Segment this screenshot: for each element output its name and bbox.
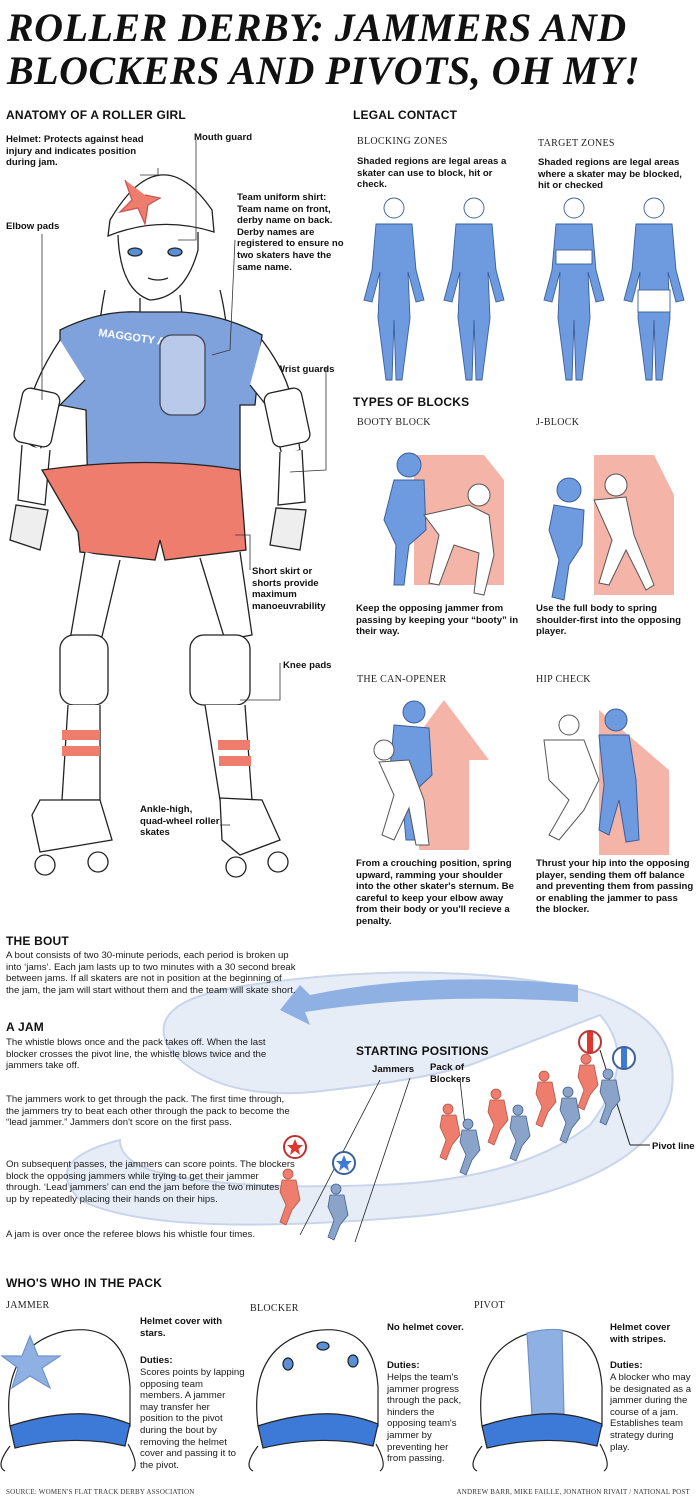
pivot-title: PIVOT [474, 1300, 505, 1311]
blocker-duties-text: Helps the team's jammer progress through… [387, 1372, 462, 1465]
target-back-figure [623, 197, 685, 381]
pack-label: Pack of Blockers [430, 1062, 471, 1085]
block-illustrations-top [383, 452, 674, 601]
helmet-label: Helmet: Protects against head injury and… [6, 134, 144, 169]
blue-star-icon [336, 1155, 352, 1171]
block-illustrations-bottom [373, 700, 669, 855]
blocker-helmet-icon [248, 1329, 384, 1472]
anatomy-heading: ANATOMY OF A ROLLER GIRL [6, 108, 186, 122]
roller-girl-illustration: MAGGOTY ANNES [9, 140, 327, 878]
jam-paragraph-4: A jam is over once the referee blows his… [6, 1229, 256, 1240]
can-opener-title: THE CAN-OPENER [357, 674, 447, 685]
jam-heading: A JAM [6, 1020, 44, 1034]
jam-paragraph-2: The jammers work to get through the pack… [6, 1094, 290, 1129]
blocking-front-figure [363, 197, 425, 381]
blue-stripe-icon [621, 1048, 627, 1068]
target-zones-text: Shaded regions are legal areas where a s… [538, 157, 682, 192]
target-zones-title: TARGET ZONES [538, 138, 615, 149]
pivot-cover-text: Helmet cover with stripes. [610, 1322, 671, 1345]
jammer-cover-text: Helmet cover with stars. [140, 1316, 223, 1339]
blocker-cover-text: No helmet cover. [387, 1322, 464, 1333]
hip-check-title: HIP CHECK [536, 674, 591, 685]
red-star-icon [287, 1139, 303, 1155]
blocking-back-figure [443, 197, 505, 381]
jammers-label: Jammers [372, 1064, 415, 1075]
legal-contact-heading: LEGAL CONTACT [353, 108, 458, 122]
starting-positions-figures [279, 1030, 636, 1243]
jammer-duties-text: Scores points by lapping opposing team m… [140, 1367, 245, 1471]
track-diagram [65, 971, 674, 1226]
blocker-title: BLOCKER [250, 1303, 299, 1314]
can-opener-text: From a crouching position, spring upward… [356, 858, 514, 927]
jammer-duties-label: Duties: [140, 1355, 173, 1366]
bout-heading: THE BOUT [6, 934, 69, 948]
elbow-pads-label: Elbow pads [6, 221, 60, 232]
title-line-1: ROLLER DERBY: JAMMERS AND [7, 5, 627, 50]
blocking-zones-title: BLOCKING ZONES [357, 136, 448, 147]
types-of-blocks-heading: TYPES OF BLOCKS [353, 395, 470, 409]
zone-figures [363, 197, 685, 381]
helmet-shape [107, 174, 215, 238]
helmet-covers [0, 1328, 608, 1472]
knee-pads-label: Knee pads [283, 660, 332, 671]
blocking-zones-text: Shaded regions are legal areas a skater … [357, 156, 507, 191]
target-front-figure [543, 197, 605, 381]
bout-text: A bout consists of two 30-minute periods… [6, 950, 296, 996]
jammer-helmet-icon [0, 1329, 136, 1472]
whos-who-heading: WHO'S WHO IN THE PACK [6, 1276, 163, 1290]
direction-arrow [280, 979, 578, 1025]
mouthguard-label: Mouth guard [194, 132, 253, 143]
red-stripe-icon [587, 1032, 593, 1052]
blocker-duties-label: Duties: [387, 1360, 420, 1371]
booty-block-text: Keep the opposing jammer from passing by… [356, 603, 519, 638]
source-credit: SOURCE: WOMEN'S FLAT TRACK DERBY ASSOCIA… [6, 1488, 195, 1496]
pivot-line-label: Pivot line [652, 1141, 695, 1152]
skates-label: Ankle-high, quad-wheel roller skates [140, 804, 220, 839]
starting-positions-heading: STARTING POSITIONS [356, 1044, 489, 1058]
booty-block-title: BOOTY BLOCK [357, 417, 431, 428]
pivot-duties-label: Duties: [610, 1360, 643, 1371]
title-line-2: BLOCKERS AND PIVOTS, OH MY! [7, 48, 641, 93]
wrist-guards-label: Wrist guards [276, 364, 335, 375]
shorts-label: Short skirt or shorts provide maximum ma… [252, 566, 326, 612]
j-block-title: J-BLOCK [536, 417, 580, 428]
hip-check-text: Thrust your hip into the opposing player… [536, 858, 694, 916]
jam-paragraph-1: The whistle blows once and the pack take… [6, 1037, 267, 1072]
jammer-title: JAMMER [6, 1300, 50, 1311]
jam-paragraph-3: On subsequent passes, the jammers can sc… [6, 1159, 296, 1205]
pivot-duties-text: A blocker who may be designated as a jam… [610, 1372, 692, 1453]
pivot-helmet-icon [472, 1328, 608, 1472]
j-block-text: Use the full body to spring shoulder-fir… [536, 603, 681, 638]
page-title: ROLLER DERBY: JAMMERS AND BLOCKERS AND P… [7, 6, 691, 92]
shirt-label: Team uniform shirt: Team name on front, … [237, 192, 344, 273]
author-credit: ANDREW BARR, MIKE FAILLE, JONATHON RIVAI… [456, 1488, 690, 1496]
